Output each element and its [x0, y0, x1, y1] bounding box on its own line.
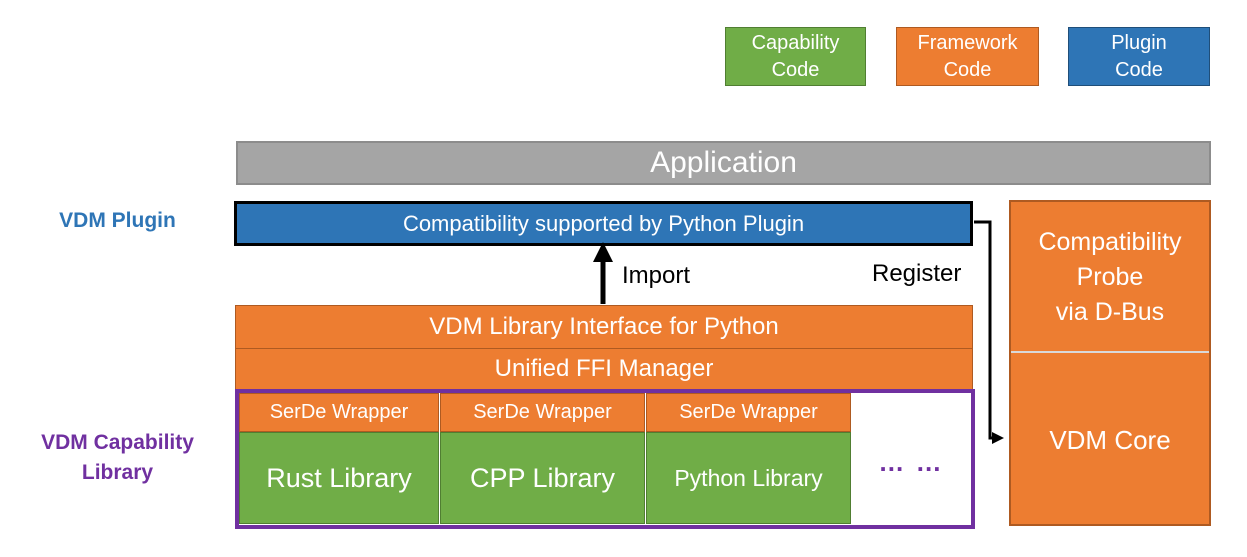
vdm-core-column [1009, 200, 1211, 526]
legend-plugin-code: Plugin Code [1068, 27, 1210, 86]
register-arrow [974, 220, 1004, 444]
vdm-plugin-label: VDM Plugin [59, 209, 176, 232]
ffi-manager-label: Unified FFI Manager [494, 355, 714, 382]
right-column-divider [1011, 351, 1209, 353]
serde-wrapper-python: SerDe Wrapper [646, 393, 851, 432]
compatibility-probe-box: Compatibility Probe via D-Bus [1011, 222, 1209, 332]
serde-wrapper-cpp: SerDe Wrapper [440, 393, 645, 432]
vdm-core-label: VDM Core [1049, 424, 1171, 455]
cpp-library-box: CPP Library [440, 432, 645, 524]
legend-capability-code: Capability Code [725, 27, 866, 86]
python-library-box: Python Library [646, 432, 851, 524]
application-layer: Application [236, 141, 1211, 185]
serde-wrapper-label: SerDe Wrapper [473, 401, 612, 423]
legend-framework-code: Framework Code [896, 27, 1039, 86]
serde-wrapper-label: SerDe Wrapper [269, 401, 409, 423]
legend-capability-label: Capability Code [751, 31, 840, 81]
register-label: Register [872, 260, 962, 287]
library-interface-label: VDM Library Interface for Python [429, 313, 779, 340]
library-interface-bar: VDM Library Interface for Python [235, 305, 973, 349]
more-libraries-ellipsis: … … [878, 446, 944, 477]
legend-framework-label: Framework Code [917, 31, 1018, 81]
vdm-core-box: VDM Core [1011, 420, 1209, 460]
python-plugin-label: Compatibility supported by Python Plugin [402, 210, 805, 236]
rust-library-label: Rust Library [266, 462, 412, 493]
application-label: Application [650, 146, 797, 179]
python-library-label: Python Library [674, 464, 823, 491]
compatibility-probe-label: Compatibility Probe via D-Bus [1038, 227, 1182, 326]
legend-plugin-label: Plugin Code [1111, 31, 1167, 81]
cpp-library-label: CPP Library [469, 462, 616, 493]
ffi-manager-bar: Unified FFI Manager [235, 348, 973, 390]
rust-library-box: Rust Library [239, 432, 439, 524]
serde-wrapper-rust: SerDe Wrapper [239, 393, 439, 432]
vdm-capability-library-label: VDM Capability Library [41, 431, 194, 484]
serde-wrapper-label: SerDe Wrapper [679, 401, 818, 423]
import-label: Import [622, 262, 691, 289]
